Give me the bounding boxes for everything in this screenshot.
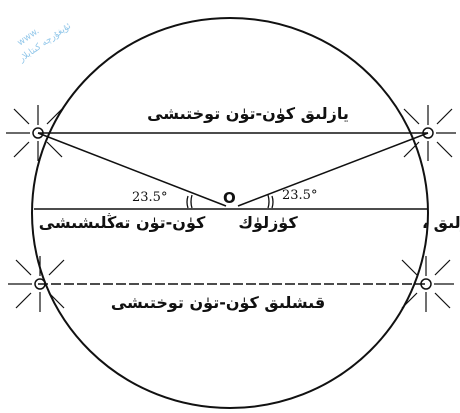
angle-label-right: 23.5° <box>282 188 317 203</box>
winter-solstice-label: قىشلىق كۈن-تۈن توختىشى <box>111 293 325 312</box>
summer-solstice-label: يازلىق كۈن-تۈن توختىشى <box>147 104 349 123</box>
spring-label: ئەتىيازلىق ، <box>422 213 460 232</box>
equinox-label: كۈن-تۈن تەڭلىشىشى <box>39 213 206 232</box>
ray-right <box>238 133 428 206</box>
earth-symbol: O <box>223 189 236 207</box>
angle-arc-right <box>268 195 273 208</box>
angle-label-left: 23.5° <box>132 190 167 205</box>
watermark: www. ئۇيغۇرچە كىتابلار <box>8 10 73 65</box>
autumn-label: كۈزلۈك <box>238 213 298 232</box>
angle-arc-left <box>187 195 192 208</box>
